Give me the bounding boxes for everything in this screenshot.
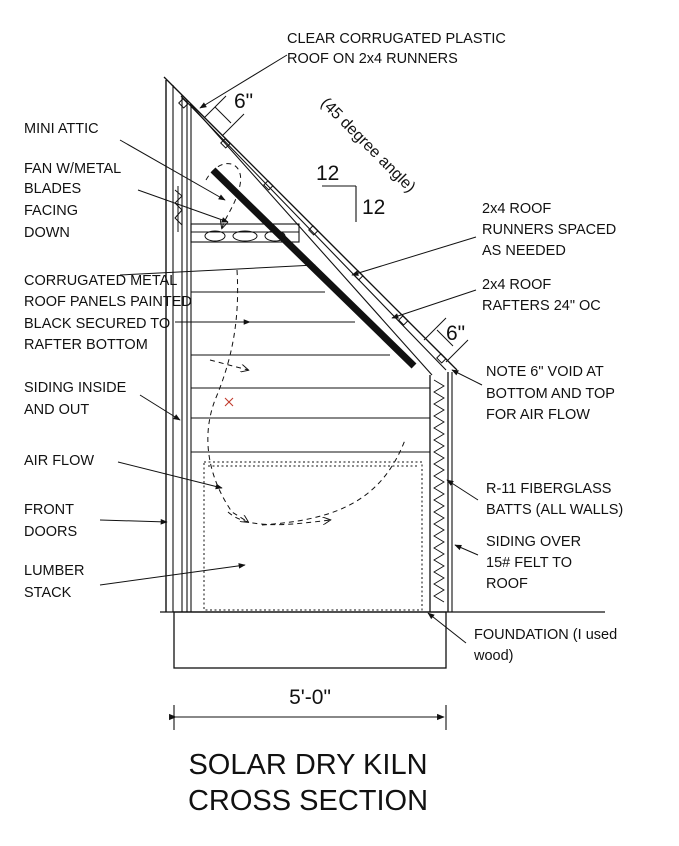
- air-flow-marker: [224, 397, 234, 407]
- callout-foundation: FOUNDATION (I used wood): [473, 627, 617, 664]
- svg-text:ROOF PANELS PAINTED: ROOF PANELS PAINTED: [24, 294, 192, 310]
- svg-text:SIDING OVER: SIDING OVER: [486, 534, 581, 550]
- drawing-title-line2: CROSS SECTION: [188, 785, 428, 817]
- callout-insulation: R-11 FIBERGLASS BATTS (ALL WALLS): [486, 481, 623, 518]
- svg-text:R-11 FIBERGLASS: R-11 FIBERGLASS: [486, 481, 611, 497]
- svg-text:CLEAR CORRUGATED PLASTIC: CLEAR CORRUGATED PLASTIC: [287, 31, 506, 47]
- callout-clear-roof: CLEAR CORRUGATED PLASTIC ROOF ON 2x4 RUN…: [287, 31, 506, 67]
- top-void-dimension: [203, 95, 245, 137]
- callout-rafters: 2x4 ROOF RAFTERS 24" OC: [482, 277, 601, 314]
- svg-text:15# FELT TO: 15# FELT TO: [486, 555, 572, 571]
- callout-mini-attic: MINI ATTIC: [24, 121, 99, 137]
- slope-run-label: 12: [362, 196, 385, 219]
- callout-front-doors: FRONT DOORS: [24, 502, 77, 540]
- svg-text:CORRUGATED METAL: CORRUGATED METAL: [24, 273, 177, 289]
- svg-text:ROOF ON 2x4 RUNNERS: ROOF ON 2x4 RUNNERS: [287, 51, 458, 67]
- bottom-void-label: 6": [446, 322, 465, 345]
- svg-text:BOTTOM AND TOP: BOTTOM AND TOP: [486, 386, 615, 402]
- slope-rise-label: 12: [316, 162, 339, 185]
- callout-metal-panels: CORRUGATED METAL ROOF PANELS PAINTED BLA…: [24, 273, 192, 353]
- svg-text:AIR FLOW: AIR FLOW: [24, 453, 94, 469]
- svg-text:BATTS (ALL WALLS): BATTS (ALL WALLS): [486, 502, 623, 518]
- svg-text:SIDING INSIDE: SIDING INSIDE: [24, 380, 127, 396]
- svg-text:RUNNERS SPACED: RUNNERS SPACED: [482, 222, 616, 238]
- callout-fan: FAN W/METAL BLADES FACING DOWN: [24, 161, 121, 241]
- svg-text:ROOF: ROOF: [486, 576, 528, 592]
- callout-air-flow: AIR FLOW: [24, 453, 94, 469]
- drawing-title-line1: SOLAR DRY KILN: [188, 749, 427, 781]
- svg-text:2x4 ROOF: 2x4 ROOF: [482, 277, 551, 293]
- top-void-label: 6": [234, 90, 253, 113]
- fan-blades: [174, 186, 286, 242]
- leader-lines: [99, 54, 483, 644]
- svg-text:LUMBER: LUMBER: [24, 563, 84, 579]
- svg-text:RAFTER BOTTOM: RAFTER BOTTOM: [24, 337, 148, 353]
- callout-runners: 2x4 ROOF RUNNERS SPACED AS NEEDED: [482, 201, 616, 259]
- svg-text:DOWN: DOWN: [24, 225, 70, 241]
- air-flow-paths: [205, 163, 406, 526]
- svg-text:FACING: FACING: [24, 203, 78, 219]
- width-label: 5'-0": [289, 686, 331, 709]
- fiberglass-batts: [433, 379, 445, 603]
- svg-text:STACK: STACK: [24, 585, 72, 601]
- lumber-stack-outline: [203, 461, 423, 611]
- svg-text:BLACK SECURED TO: BLACK SECURED TO: [24, 316, 170, 332]
- svg-text:DOORS: DOORS: [24, 524, 77, 540]
- bottom-void-dimension: [423, 317, 469, 363]
- svg-text:FOR AIR FLOW: FOR AIR FLOW: [486, 407, 590, 423]
- svg-text:AS NEEDED: AS NEEDED: [482, 243, 566, 259]
- svg-text:RAFTERS 24" OC: RAFTERS 24" OC: [482, 298, 601, 314]
- svg-text:FOUNDATION (I used: FOUNDATION (I used: [474, 627, 617, 643]
- svg-text:2x4 ROOF: 2x4 ROOF: [482, 201, 551, 217]
- svg-text:MINI ATTIC: MINI ATTIC: [24, 121, 99, 137]
- svg-text:BLADES: BLADES: [24, 181, 81, 197]
- svg-text:FRONT: FRONT: [24, 502, 74, 518]
- callout-lumber-stack: LUMBER STACK: [24, 563, 84, 601]
- callout-void-note: NOTE 6" VOID AT BOTTOM AND TOP FOR AIR F…: [486, 364, 615, 423]
- svg-text:NOTE 6" VOID AT: NOTE 6" VOID AT: [486, 364, 604, 380]
- callout-siding-felt: SIDING OVER 15# FELT TO ROOF: [486, 534, 581, 592]
- width-dimension: [169, 705, 447, 730]
- callout-siding-inside: SIDING INSIDE AND OUT: [24, 380, 127, 418]
- svg-text:FAN W/METAL: FAN W/METAL: [24, 161, 121, 177]
- svg-text:AND OUT: AND OUT: [24, 402, 89, 418]
- svg-text:wood): wood): [473, 648, 514, 664]
- foundation-block: [173, 611, 447, 669]
- slope-indicator: [322, 185, 357, 222]
